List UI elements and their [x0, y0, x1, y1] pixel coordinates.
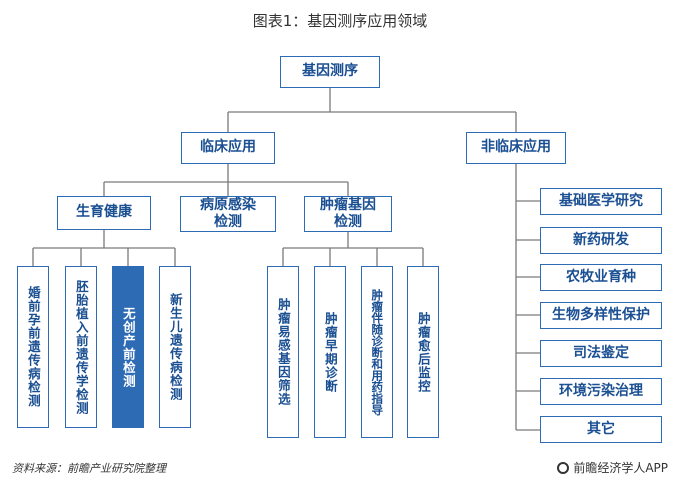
- node-newborn-genetic-screening: 新生儿遗传病检测: [159, 266, 191, 428]
- node-biodiversity-protection: 生物多样性保护: [540, 302, 662, 329]
- node-pathogen: 病原感染 检测: [180, 196, 276, 232]
- node-environmental-pollution-control: 环境污染治理: [540, 378, 662, 405]
- node-others: 其它: [540, 416, 662, 443]
- node-root: 基因测序: [280, 56, 380, 88]
- node-preimplantation-genetic-testing: 胚胎植入前遗传学检测: [65, 266, 97, 428]
- node-tumor: 肿瘤基因 检测: [304, 196, 392, 232]
- node-clinical: 临床应用: [181, 132, 275, 164]
- source-note: 资料来源：前瞻产业研究院整理: [12, 462, 166, 475]
- brand-credit: 前瞻经济学人APP: [557, 459, 668, 476]
- node-basic-medical-research: 基础医学研究: [540, 188, 662, 215]
- node-noninvasive-prenatal-testing: 无创产前检测: [112, 266, 144, 428]
- node-drug-development: 新药研发: [540, 227, 662, 254]
- page-title: 图表1：基因测序应用领域: [252, 12, 428, 30]
- node-tumor-susceptibility-screening: 肿瘤易感基因筛选: [267, 266, 299, 438]
- node-premarital-genetic-screening: 婚前孕前遗传病检测: [17, 266, 49, 428]
- node-tumor-early-diagnosis: 肿瘤早期诊断: [314, 266, 346, 438]
- logo-icon: [557, 461, 570, 474]
- node-agricultural-breeding: 农牧业育种: [540, 264, 662, 291]
- node-tumor-companion-diagnosis: 肿瘤伴随诊断和用药指导: [361, 266, 393, 438]
- brand-name: 前瞻经济学人APP: [573, 461, 668, 475]
- node-forensic-identification: 司法鉴定: [540, 340, 662, 367]
- node-tumor-prognosis-monitoring: 肿瘤愈后监控: [407, 266, 439, 438]
- node-nonclinical: 非临床应用: [466, 132, 566, 164]
- node-fertility: 生育健康: [57, 196, 151, 230]
